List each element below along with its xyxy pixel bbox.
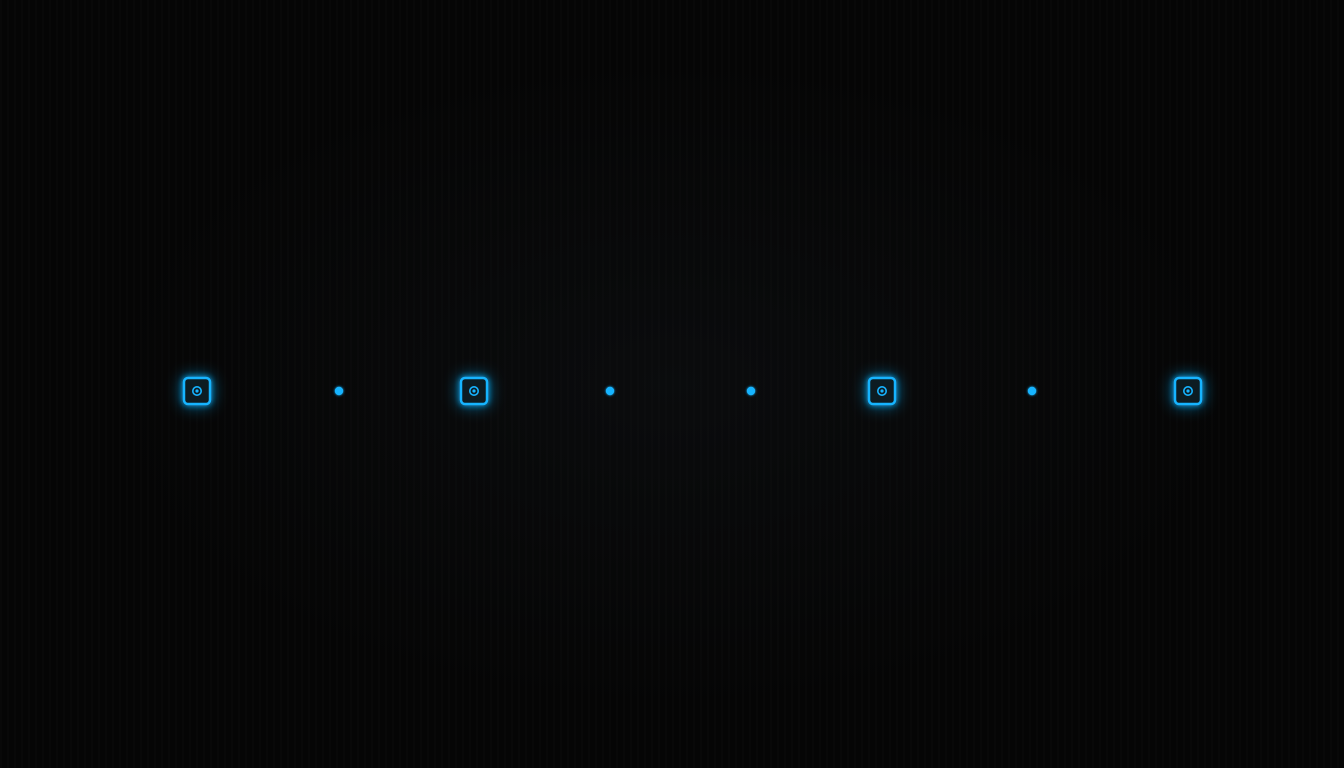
node-core-dot [195, 389, 199, 393]
node-center-icon [876, 385, 887, 396]
timeline-dot-5 [746, 386, 756, 396]
timeline-node-1 [182, 376, 212, 406]
node-core-dot [880, 389, 884, 393]
timeline-node-3 [459, 376, 489, 406]
node-center-icon [1183, 385, 1194, 396]
timeline-node-6 [867, 376, 897, 406]
timeline-node-8 [1173, 376, 1203, 406]
node-core-dot [472, 389, 476, 393]
timeline-dot-2 [334, 386, 344, 396]
node-center-icon [468, 385, 479, 396]
timeline-dot-4 [605, 386, 615, 396]
timeline-dot-7 [1027, 386, 1037, 396]
node-center-icon [192, 385, 203, 396]
node-core-dot [1186, 389, 1190, 393]
